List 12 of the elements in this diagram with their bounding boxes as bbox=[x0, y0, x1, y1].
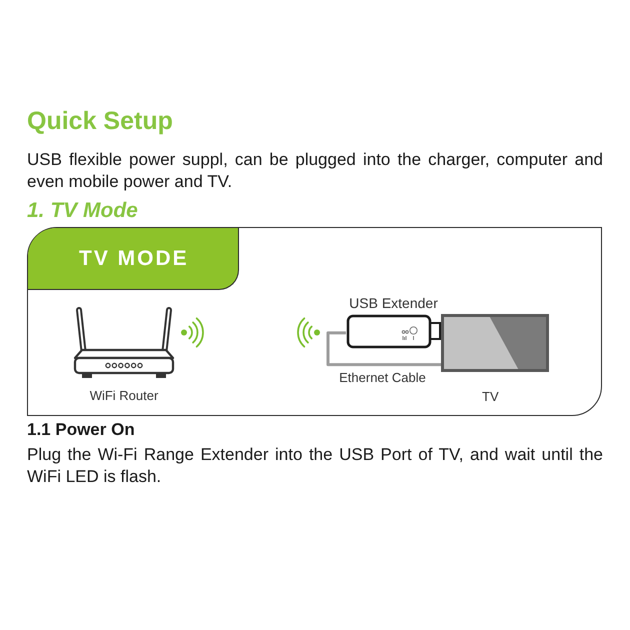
intro-paragraph: USB flexible power suppl, can be plugged into the charger, computer and even mobile power and TV. bbox=[27, 149, 603, 193]
mode-panel bbox=[27, 227, 602, 416]
edge-label: Ethernet Cable bbox=[338, 370, 427, 385]
device-label: WiFi Router bbox=[90, 388, 158, 403]
page-title: Quick Setup bbox=[27, 106, 173, 136]
subsection-heading: 1.1 Power On bbox=[27, 419, 135, 441]
instruction-paragraph: Plug the Wi-Fi Range Extender into the USB Port of TV, and wait until the WiFi LED is flash. bbox=[27, 444, 603, 488]
device-label: USB Extender bbox=[349, 296, 438, 311]
device-label: TV bbox=[482, 389, 499, 404]
tab-heading: TV MODE bbox=[79, 248, 189, 269]
cable-line bbox=[326, 331, 441, 366]
section-heading: 1. TV Mode bbox=[27, 198, 138, 224]
